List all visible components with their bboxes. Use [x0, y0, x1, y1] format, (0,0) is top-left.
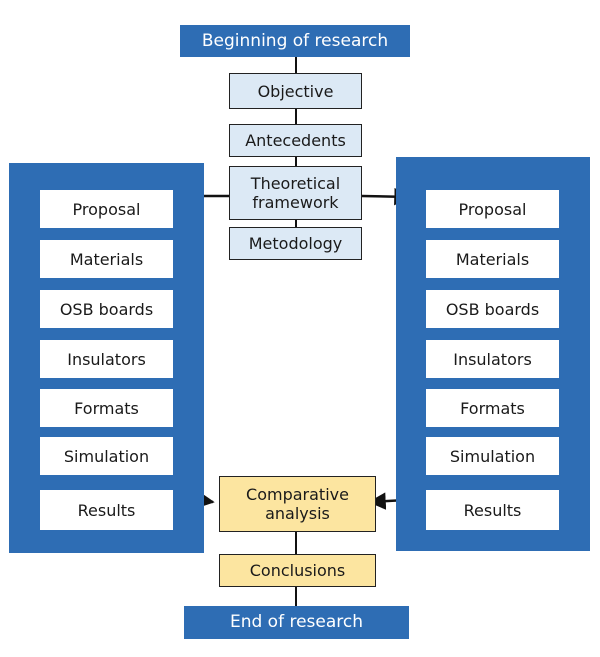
left-item-label: Insulators	[67, 349, 146, 369]
step-objective-label: Objective	[257, 81, 334, 101]
left-item-osb-boards: OSB boards	[40, 290, 173, 328]
start-terminal: Beginning of research	[180, 25, 410, 57]
conclusions: Conclusions	[219, 554, 376, 587]
right-item-label: Insulators	[453, 349, 532, 369]
step-metodology-label: Metodology	[248, 234, 343, 253]
left-item-materials: Materials	[40, 240, 173, 278]
left-item-formats: Formats	[40, 389, 173, 427]
right-item-label: Results	[463, 500, 522, 520]
step-theoretical-framework: Theoretical framework	[229, 166, 362, 220]
right-item-formats: Formats	[426, 389, 559, 427]
right-item-label: Formats	[460, 398, 525, 418]
right-item-label: Proposal	[458, 199, 527, 219]
left-item-label: Formats	[74, 398, 139, 418]
step-objective: Objective	[229, 73, 362, 109]
right-item-label: OSB boards	[445, 299, 540, 319]
right-item-insulators: Insulators	[426, 340, 559, 378]
step-theoretical-framework-label: Theoretical framework	[250, 174, 341, 212]
left-item-label: OSB boards	[59, 299, 154, 319]
left-item-insulators: Insulators	[40, 340, 173, 378]
right-item-osb-boards: OSB boards	[426, 290, 559, 328]
right-item-label: Materials	[455, 249, 530, 269]
right-item-results: Results	[426, 490, 559, 530]
step-antecedents-label: Antecedents	[245, 131, 346, 150]
right-item-proposal: Proposal	[426, 190, 559, 228]
step-metodology: Metodology	[229, 227, 362, 260]
left-item-label: Materials	[69, 249, 144, 269]
step-antecedents: Antecedents	[229, 124, 362, 157]
end-terminal: End of research	[184, 606, 409, 639]
left-item-results: Results	[40, 490, 173, 530]
end-label: End of research	[229, 612, 364, 632]
right-item-simulation: Simulation	[426, 437, 559, 475]
right-item-label: Simulation	[449, 446, 536, 466]
left-item-simulation: Simulation	[40, 437, 173, 475]
left-item-label: Simulation	[63, 446, 150, 466]
comparative-analysis-label: Comparative analysis	[246, 485, 349, 523]
left-item-proposal: Proposal	[40, 190, 173, 228]
left-item-label: Proposal	[72, 199, 141, 219]
conclusions-label: Conclusions	[249, 561, 346, 580]
right-item-materials: Materials	[426, 240, 559, 278]
left-item-label: Results	[77, 500, 136, 520]
comparative-analysis: Comparative analysis	[219, 476, 376, 532]
start-label: Beginning of research	[201, 30, 389, 51]
